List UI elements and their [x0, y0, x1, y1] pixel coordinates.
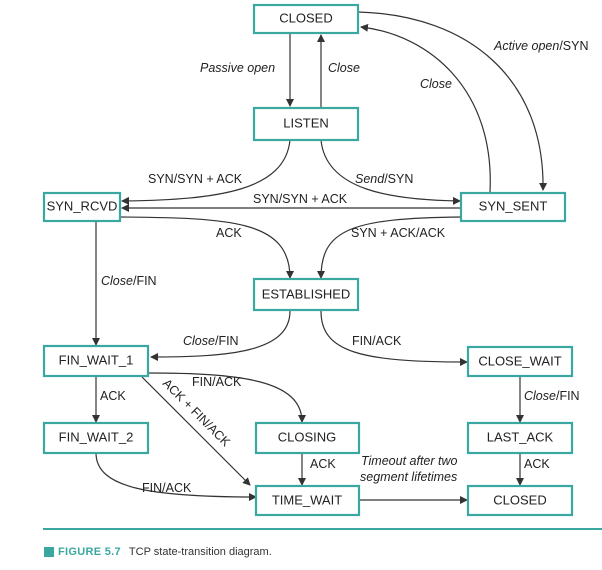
label-listen-close: Close — [328, 61, 360, 75]
state-label: LAST_ACK — [487, 429, 554, 444]
caption-text: TCP state-transition diagram. — [128, 546, 272, 558]
label-synack-ack: SYN + ACK/ACK — [351, 226, 446, 240]
label-event: Send — [355, 172, 385, 186]
label-send-syn: Send/SYN — [355, 172, 413, 186]
label-syn-sent-close: Close — [420, 77, 452, 91]
edge-active-open — [357, 11, 548, 191]
label-event: Active open — [493, 39, 559, 53]
state-established: ESTABLISHED — [252, 277, 360, 312]
label-passive-open: Passive open — [200, 61, 275, 75]
state-label: SYN_RCVD — [47, 198, 118, 213]
edge-fin-wait-2-time-wait — [95, 452, 257, 501]
state-label: SYN_SENT — [479, 198, 548, 213]
state-label: CLOSED — [279, 10, 332, 25]
label-ack-last: ACK — [524, 457, 550, 471]
label-event: Close — [524, 389, 556, 403]
state-label: LISTEN — [283, 115, 329, 130]
caption-divider — [43, 528, 602, 530]
label-action: /FIN — [133, 274, 157, 288]
state-label: TIME_WAIT — [272, 492, 342, 507]
edge-established-fin-wait-1 — [150, 310, 291, 361]
state-last-ack: LAST_ACK — [466, 421, 574, 455]
edge-syn-sent-close — [360, 23, 491, 193]
label-close-fin-cw: Close/FIN — [524, 389, 580, 403]
state-syn-rcvd: SYN_RCVD — [42, 191, 122, 223]
label-fin-ack-est: FIN/ACK — [352, 334, 402, 348]
label-syn-synack-mid: SYN/SYN + ACK — [253, 192, 348, 206]
label-action: /FIN — [556, 389, 580, 403]
tcp-state-diagram: CLOSED LISTEN SYN_RCVD SYN_SENT ESTABLIS… — [42, 3, 589, 517]
label-ack-rcvd: ACK — [216, 226, 242, 240]
label-event: Close — [101, 274, 133, 288]
label-active-open: Active open/SYN — [493, 39, 589, 53]
state-closed-bottom: CLOSED — [466, 484, 574, 517]
label-close-fin-rcvd: Close/FIN — [101, 274, 157, 288]
caption-square-icon — [44, 547, 54, 557]
state-listen: LISTEN — [252, 106, 360, 142]
state-label: ESTABLISHED — [262, 286, 351, 301]
state-label: CLOSE_WAIT — [478, 353, 561, 368]
label-close-fin-est: Close/FIN — [183, 334, 239, 348]
label-action: /FIN — [215, 334, 239, 348]
state-fin-wait-1: FIN_WAIT_1 — [42, 344, 150, 378]
label-action: /SYN — [384, 172, 413, 186]
state-label: CLOSED — [493, 492, 546, 507]
state-time-wait: TIME_WAIT — [254, 484, 361, 517]
state-close-wait: CLOSE_WAIT — [466, 345, 574, 378]
edge-listen-syn-rcvd — [121, 139, 291, 205]
label-syn-synack: SYN/SYN + ACK — [148, 172, 243, 186]
label-ack-closing: ACK — [310, 457, 336, 471]
edges — [92, 11, 548, 504]
figure-caption: FIGURE 5.7 TCP state-transition diagram. — [44, 546, 272, 558]
state-closed-top: CLOSED — [252, 3, 360, 35]
label-event: Close — [183, 334, 215, 348]
figure-number: FIGURE 5.7 — [58, 546, 121, 558]
state-label: FIN_WAIT_1 — [59, 352, 134, 367]
state-fin-wait-2: FIN_WAIT_2 — [42, 421, 150, 455]
edge-established-close-wait — [320, 310, 468, 366]
state-closing: CLOSING — [254, 421, 361, 455]
label-ack-fw1: ACK — [100, 389, 126, 403]
edge-syn-rcvd-established — [119, 216, 294, 279]
edge-fin-wait-1-closing — [146, 372, 306, 423]
label-fin-ack-fw2: FIN/ACK — [142, 481, 192, 495]
label-action: /SYN — [559, 39, 588, 53]
state-label: CLOSING — [278, 429, 337, 444]
state-syn-sent: SYN_SENT — [459, 191, 567, 223]
label-timeout-line1: Timeout after two — [361, 454, 458, 468]
edge-syn-sent-established — [317, 216, 463, 279]
edge-listen-send — [320, 139, 461, 205]
edge-fin-wait-1-time-wait — [141, 376, 251, 486]
label-fin-ack-fw1: FIN/ACK — [192, 375, 242, 389]
label-timeout-line2: segment lifetimes — [360, 470, 457, 484]
state-label: FIN_WAIT_2 — [59, 429, 134, 444]
